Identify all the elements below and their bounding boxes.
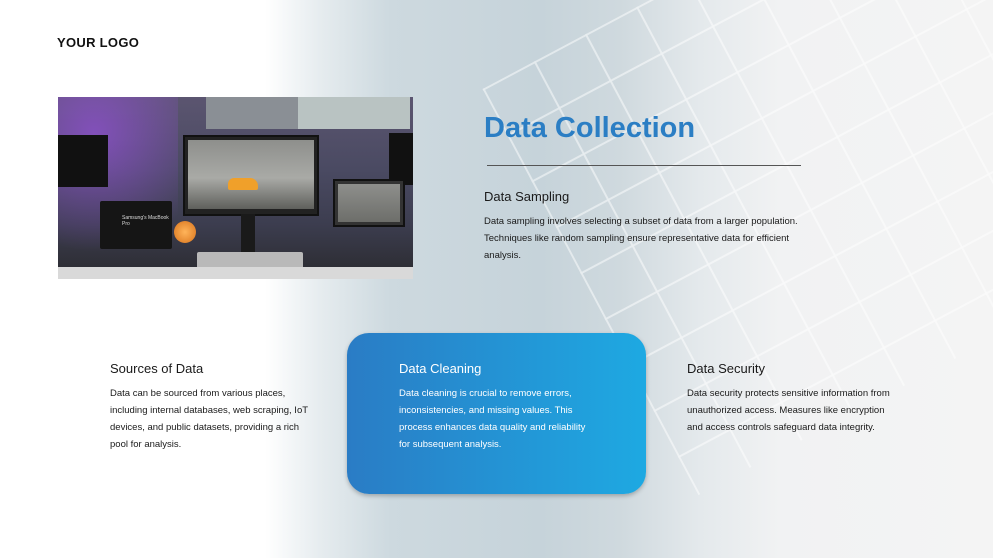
logo: YOUR LOGO — [57, 35, 140, 50]
wall-poster — [206, 97, 298, 129]
moon-lamp — [174, 221, 196, 243]
card-body-cleaning: Data cleaning is crucial to remove error… — [399, 388, 586, 450]
monitor — [183, 135, 319, 216]
card-data-cleaning: Data Cleaning Data cleaning is crucial t… — [347, 333, 646, 494]
card-body-security: Data security protects sensitive informa… — [687, 388, 890, 433]
card-body-sources: Data can be sourced from various places,… — [110, 388, 308, 450]
laptop-open — [333, 179, 405, 227]
lamp-right — [389, 133, 413, 185]
card-heading-sources: Sources of Data — [110, 361, 204, 376]
laptop-closed: Samsung's MacBook Pro — [100, 201, 172, 249]
card-heading-security: Data Security — [687, 361, 766, 376]
title-divider — [487, 165, 801, 166]
desk — [58, 267, 413, 279]
section-body: Data sampling involves selecting a subse… — [484, 216, 798, 261]
laptop-screen — [338, 184, 400, 222]
page-title: Data Collection — [484, 112, 696, 144]
card-heading-cleaning: Data Cleaning — [399, 361, 482, 376]
wall-poster — [298, 97, 410, 129]
keyboard — [197, 252, 303, 270]
section-heading: Data Sampling — [484, 189, 570, 204]
hero-image: Samsung's MacBook Pro — [58, 97, 413, 279]
purple-glow — [58, 97, 178, 279]
car — [228, 178, 258, 190]
monitor-stand — [241, 214, 255, 252]
monitor-screen — [188, 140, 314, 209]
lamp-left — [58, 135, 108, 187]
laptop-sticker: Samsung's MacBook Pro — [122, 215, 169, 227]
